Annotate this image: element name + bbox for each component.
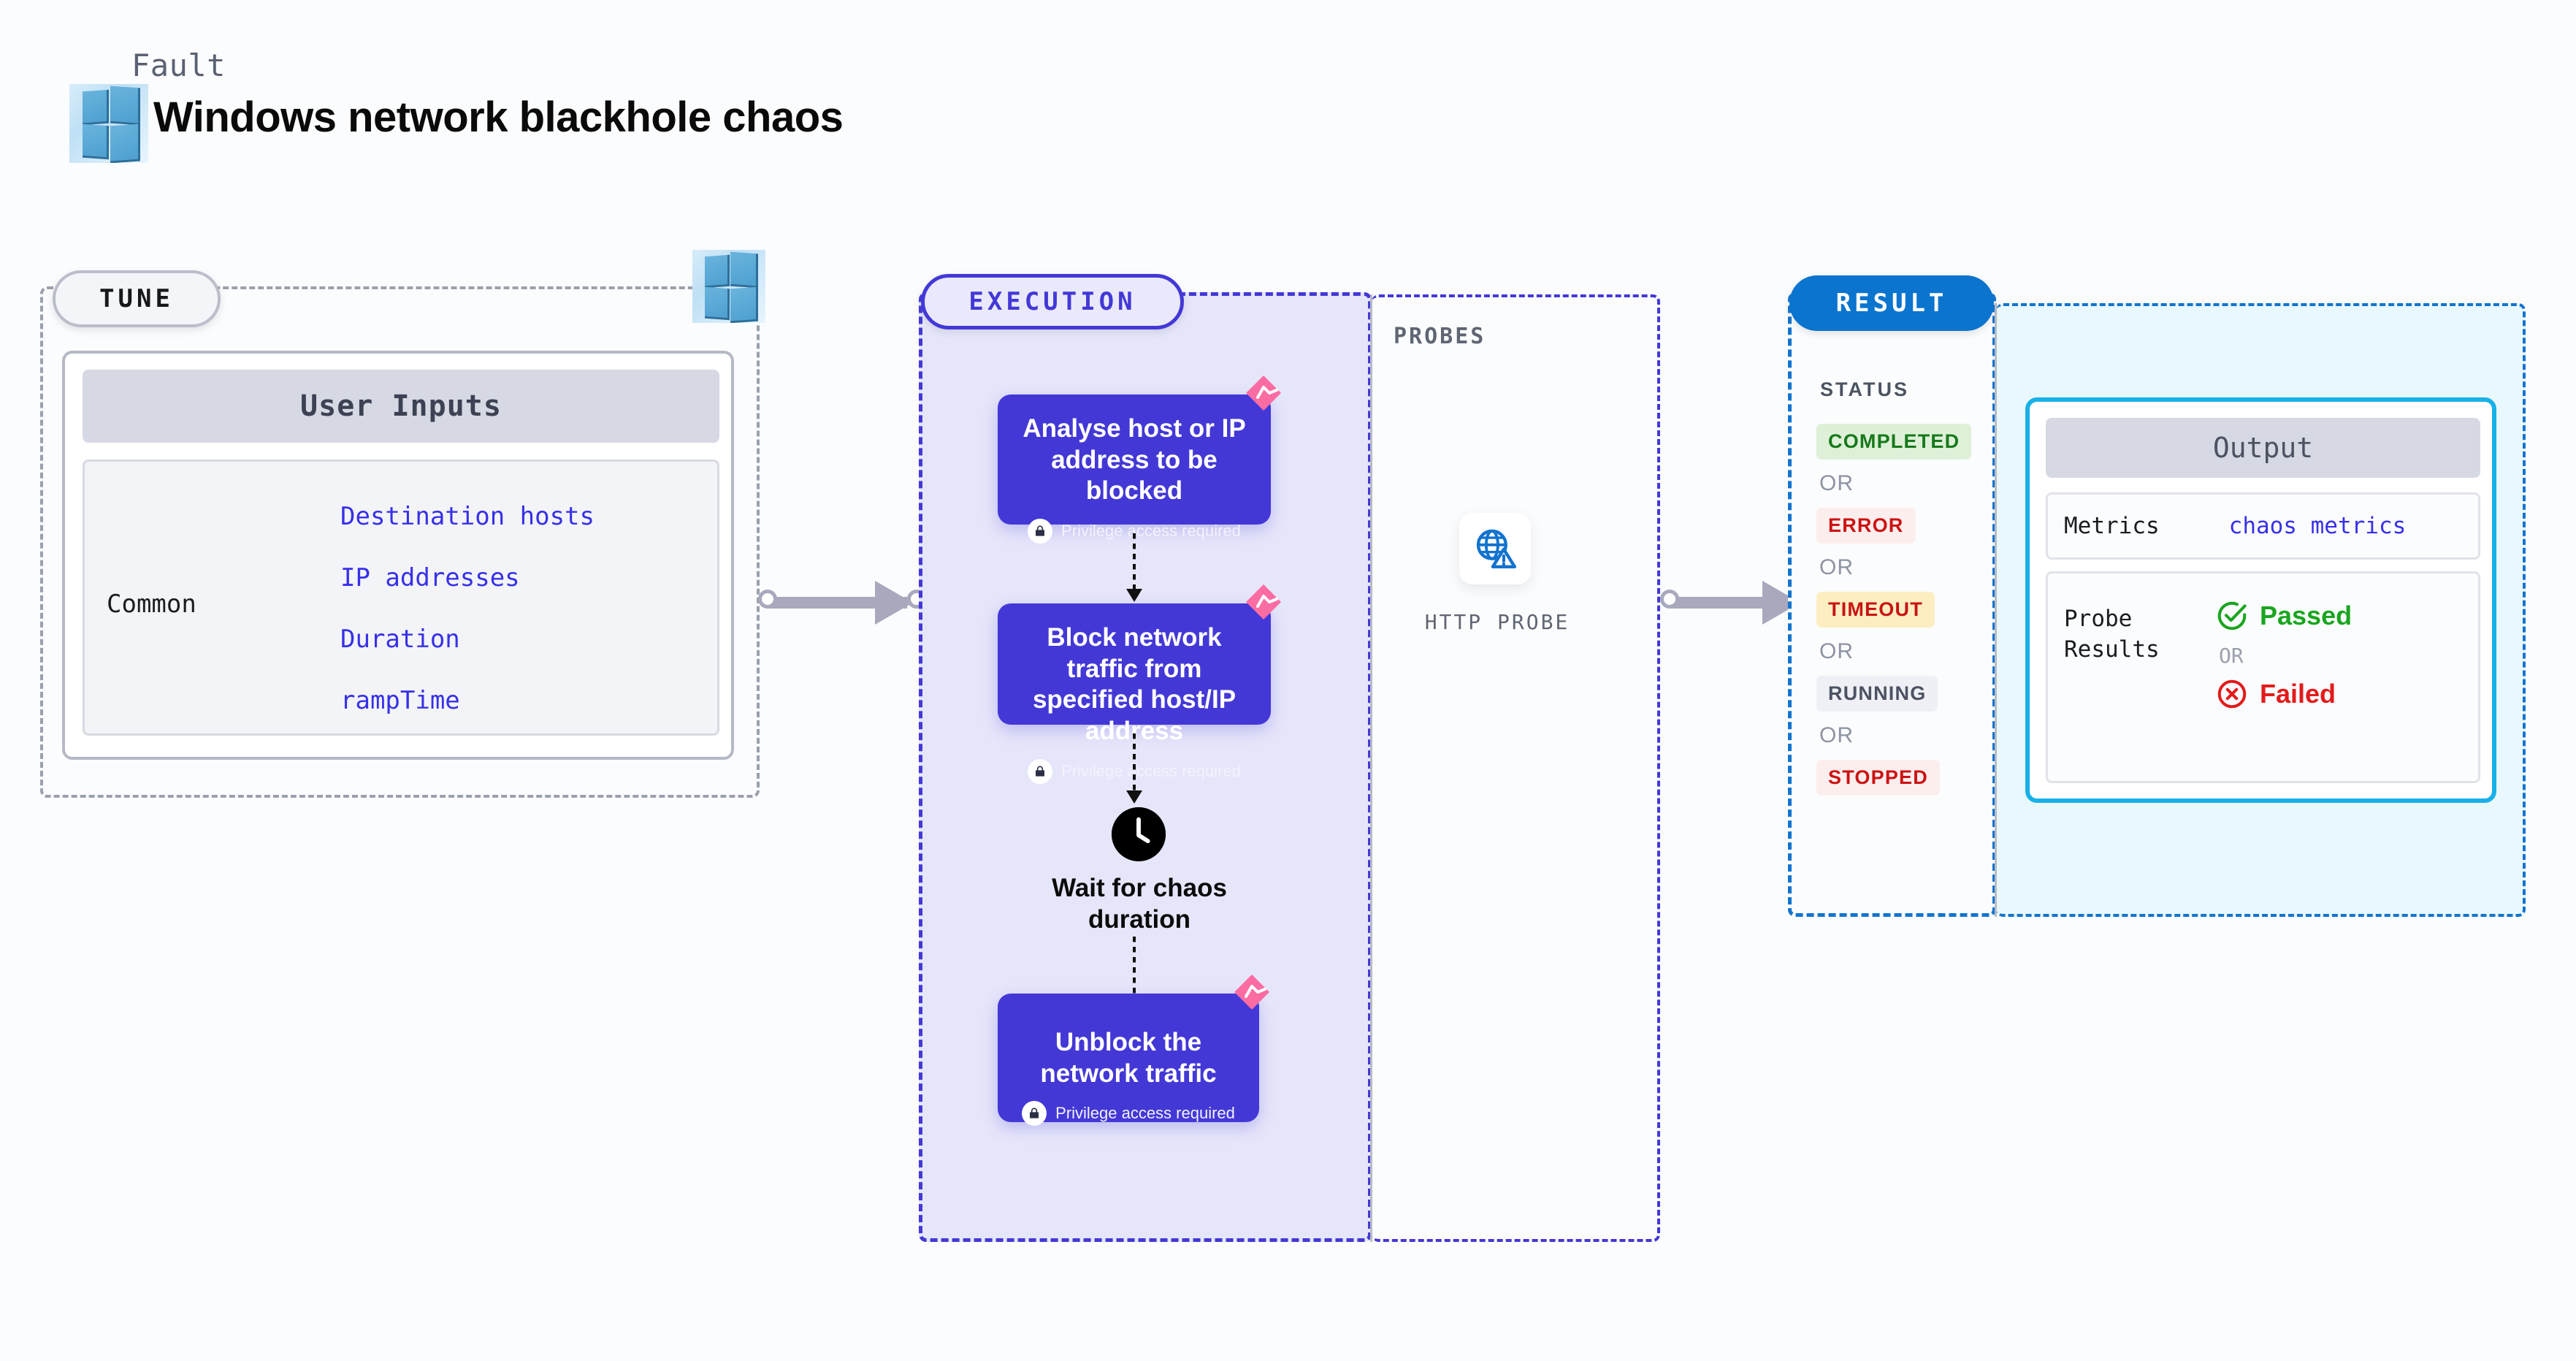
lock-icon [1028,519,1053,544]
step-title: Analyse host or IP address to be blocked [1023,414,1246,506]
privilege-note-text: Privilege access required [1055,1104,1235,1123]
metrics-row: Metrics chaos metrics [2046,492,2480,560]
privilege-note: Privilege access required [1014,519,1255,544]
http-probe-tile[interactable] [1459,513,1531,584]
flow-arrow [1126,937,1142,1014]
user-input-list: Destination hosts IP addresses Duration … [340,502,595,715]
x-circle-icon [2217,679,2247,709]
list-item[interactable]: IP addresses [340,563,520,592]
status-or-label: OR [1819,723,1854,747]
litmus-chaos-badge-icon [1234,975,1269,1010]
probe-result-failed: Failed [2216,678,2352,710]
litmus-chaos-badge-icon [1246,375,1281,411]
list-item[interactable]: Duration [340,625,460,654]
probe-or-label: OR [2219,644,2244,668]
step-title: Unblock the network traffic [1040,1028,1217,1088]
litmus-chaos-badge-icon [1246,584,1281,619]
page-header: Fault Windows network blackhole chaos [69,47,1092,163]
flow-arrow [1126,533,1142,602]
privilege-note-text: Privilege access required [1061,522,1241,541]
list-item[interactable]: rampTime [340,686,460,715]
step-title: Block network traffic from specified hos… [1032,623,1237,746]
lock-icon [1028,758,1053,784]
http-probe-label: HTTP PROBE [1424,610,1570,634]
user-inputs-body: Common Destination hosts IP addresses Du… [83,460,719,736]
privilege-note: Privilege access required [1014,758,1255,784]
privilege-note: Privilege access required [1014,1101,1243,1126]
user-inputs-header: User Inputs [83,370,719,443]
status-badge: ERROR [1816,508,1916,544]
status-or-label: OR [1819,639,1854,663]
user-inputs-card: User Inputs Common Destination hosts IP … [62,351,734,760]
execution-step-card[interactable]: Block network traffic from specified hos… [998,584,1281,784]
status-badge: STOPPED [1816,760,1940,796]
fault-kicker-label: Fault [131,47,226,83]
check-circle-icon [2217,601,2247,630]
execution-step-card[interactable]: Analyse host or IP address to be blocked… [998,375,1281,544]
metrics-label: Metrics [2064,513,2160,539]
tune-section-pill: TUNE [53,270,221,327]
probe-failed-label: Failed [2260,679,2336,709]
metrics-value[interactable]: chaos metrics [2228,513,2407,539]
probes-section-label: PROBES [1394,324,1486,349]
input-group-label: Common [107,590,196,619]
probes-section [1372,294,1660,1242]
status-badge: RUNNING [1816,676,1938,712]
status-or-label: OR [1819,471,1854,495]
probe-result-passed: Passed [2216,600,2352,632]
flow-arrow [1126,733,1142,804]
probe-passed-label: Passed [2260,601,2353,630]
windows-logo-icon [692,250,765,323]
lock-icon [1022,1101,1047,1126]
result-section-pill: RESULT [1789,275,1994,331]
list-item[interactable]: Destination hosts [340,502,595,531]
output-card-header: Output [2046,418,2480,478]
result-sections-divider [1995,303,1997,917]
status-badge: COMPLETED [1816,424,1972,460]
connector-tune-to-execution [752,581,928,625]
windows-logo-icon [69,84,148,163]
page-title: Windows network blackhole chaos [153,94,844,141]
status-list: COMPLETED OR ERROR OR TIMEOUT OR RUNNING… [1816,424,1999,796]
wait-for-duration-label: Wait for chaos duration [1052,874,1227,934]
status-badge: TIMEOUT [1816,592,1935,628]
globe-warning-icon [1476,529,1517,568]
tune-section [40,286,760,798]
privilege-note-text: Privilege access required [1061,761,1241,780]
status-or-label: OR [1819,555,1854,579]
execution-probes-divider [1370,294,1372,1242]
execution-section-pill: EXECUTION [921,274,1184,329]
status-label: STATUS [1820,378,1909,400]
clock-icon [1112,807,1166,861]
execution-step-card[interactable]: Unblock the network traffic Privilege ac… [998,975,1269,1126]
probe-results-values: Passed OR Failed [2216,600,2352,710]
